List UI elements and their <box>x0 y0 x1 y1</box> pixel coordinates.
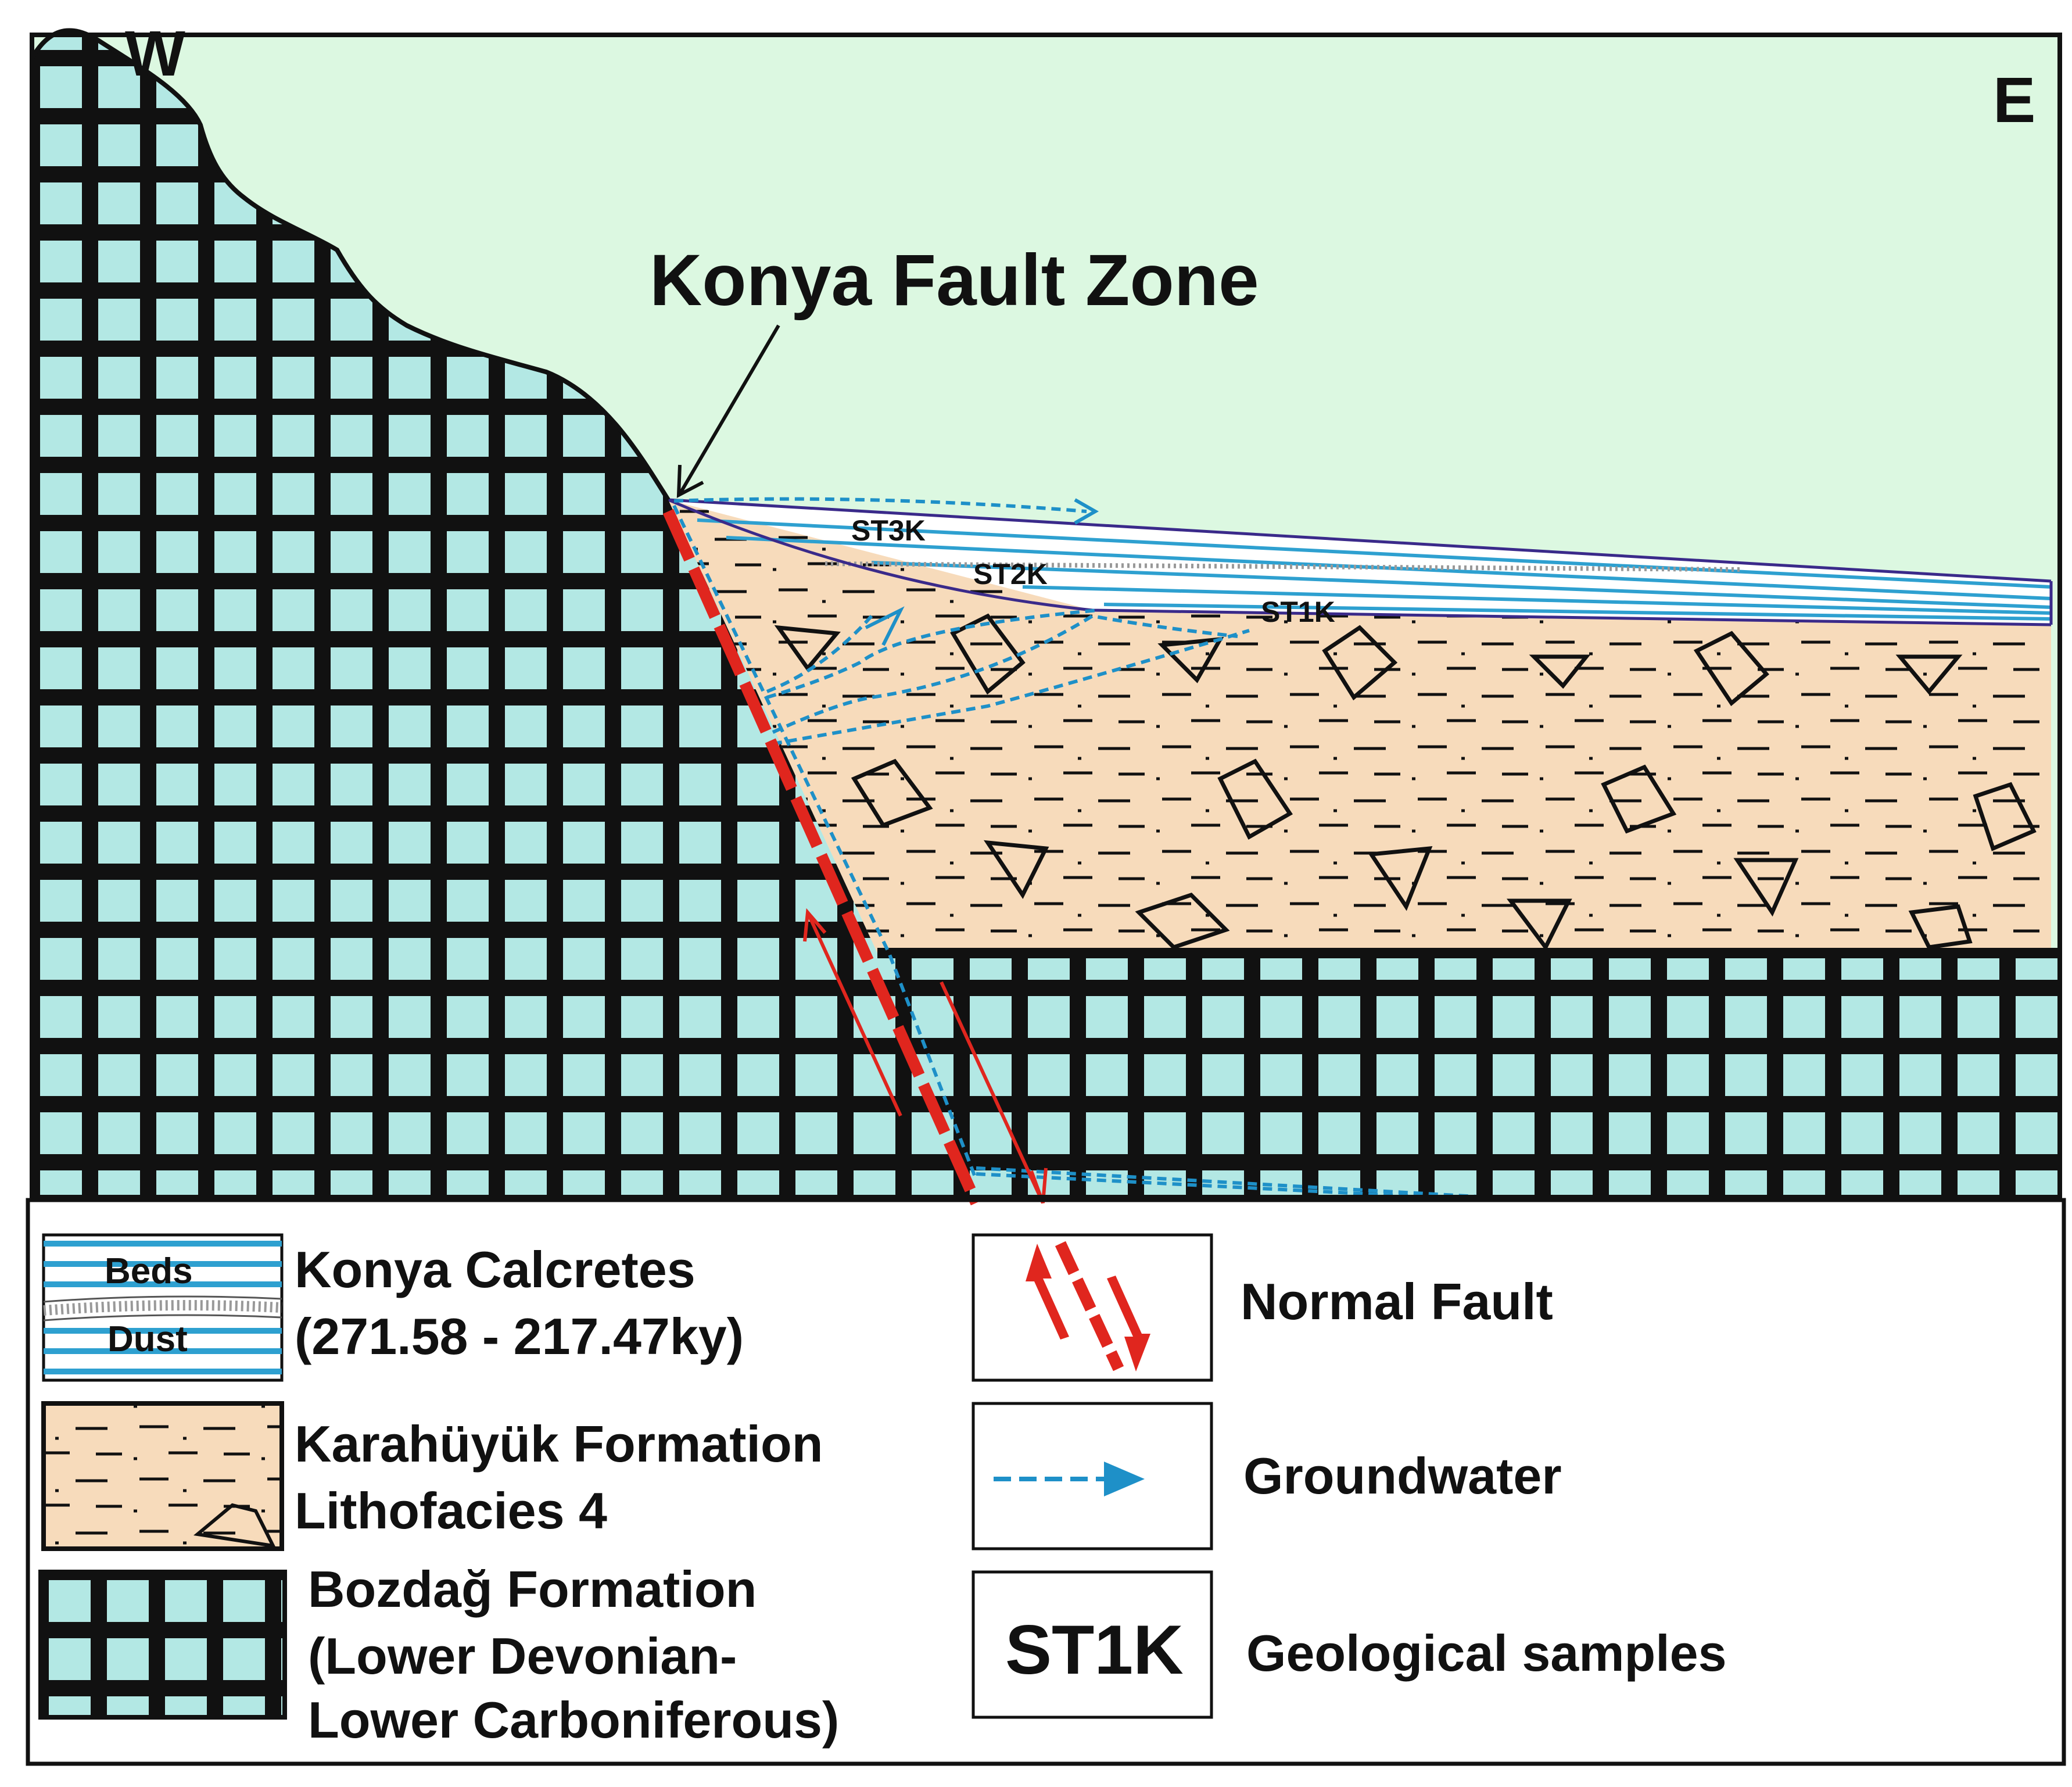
calcrete-dust-layer <box>825 561 1744 572</box>
legend-bozdag-title: Bozdağ Formation <box>308 1560 757 1618</box>
legend-karahuyuk-lithofacies: Lithofacies 4 <box>295 1482 607 1539</box>
east-label: E <box>1993 65 2035 136</box>
legend-karahuyuk-title: Karahüyük Formation <box>295 1415 823 1473</box>
bozdag-limestone-footwall <box>32 35 877 953</box>
karahuyuk-clasts <box>774 613 2037 951</box>
groundwater-arrowheads <box>865 498 1099 646</box>
legend-groundwater-label: Groundwater <box>1243 1447 1562 1505</box>
bozdag-limestone-lower-band <box>32 953 2060 1197</box>
legend-dust-label: Dust <box>107 1319 188 1359</box>
legend-calcretes-swatch <box>42 1233 284 1382</box>
fault-motion-arrows <box>803 908 1048 1204</box>
west-label: W <box>125 18 185 89</box>
legend-normal-fault-label: Normal Fault <box>1241 1273 1553 1330</box>
groundwater-arrow-icon <box>994 1462 1145 1496</box>
legend-karahuyuk-swatch <box>41 1401 284 1551</box>
normal-fault-plane <box>662 508 982 1206</box>
legend-sample-box <box>972 1570 1213 1719</box>
legend-geological-samples-label: Geological samples <box>1246 1624 1727 1682</box>
legend-calcretes-age: (271.58 - 217.47ky) <box>295 1308 744 1365</box>
fault-zone-label: Konya Fault Zone <box>650 240 1259 321</box>
topographic-surface <box>30 28 671 502</box>
fault-zone-pointer-arrow <box>676 324 780 499</box>
legend-bozdag-age-line2: Lower Carboniferous) <box>308 1691 839 1749</box>
sample-label-st1k: ST1K <box>1261 596 1335 628</box>
legend-beds-label: Beds <box>105 1251 193 1291</box>
legend-bozdag-swatch <box>38 1570 287 1720</box>
legend-bozdag-age-line1: (Lower Devonian- <box>308 1627 737 1685</box>
legend-sample-symbol: ST1K <box>1005 1611 1184 1689</box>
sample-label-st3k: ST3K <box>851 514 926 547</box>
calcrete-outlines <box>668 498 2053 626</box>
sample-label-st2k: ST2K <box>973 558 1048 590</box>
legend-frame <box>26 1198 2066 1766</box>
legend-normal-fault-icon <box>1026 1241 1150 1371</box>
legend-groundwater-box <box>972 1402 1213 1550</box>
cross-section-frame <box>30 33 2062 1199</box>
legend-calcretes-title: Konya Calcretes <box>295 1241 696 1298</box>
